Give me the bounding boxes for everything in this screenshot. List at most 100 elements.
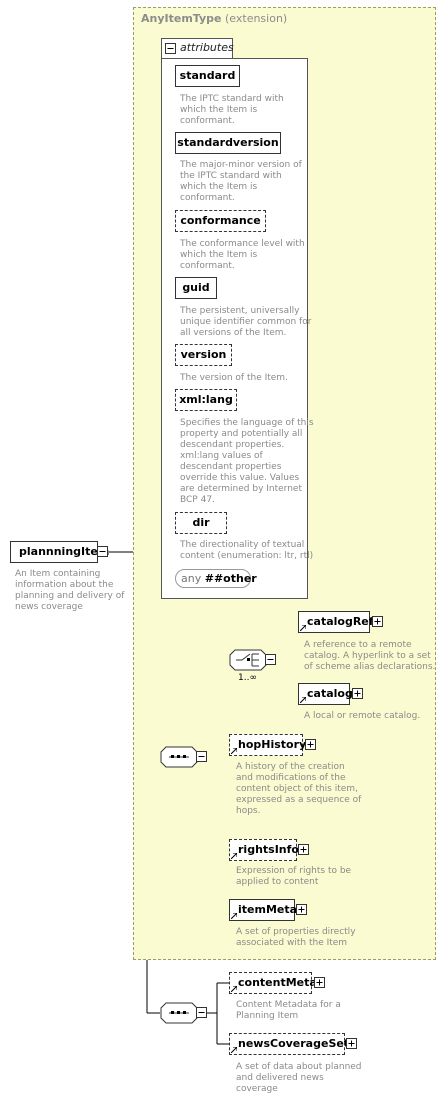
collapse-icon[interactable] (97, 546, 108, 557)
reference-arrow-icon (231, 748, 237, 754)
desc-line: property and potentially all (180, 429, 303, 439)
attribute-guid[interactable]: guid (175, 277, 217, 299)
desc-line: which the Item is (180, 105, 258, 115)
desc-line: conformant. (180, 116, 235, 126)
element-hophistory[interactable]: hopHistory (229, 734, 307, 756)
desc-line: descendant properties (180, 462, 282, 472)
desc-line: coverage (236, 1084, 278, 1094)
desc-line: associated with the Item (236, 938, 348, 948)
expand-icon[interactable] (352, 688, 363, 699)
reference-arrow-icon (300, 697, 306, 703)
desc-line: descendant properties. (180, 440, 285, 450)
reference-arrow-icon (231, 853, 237, 859)
element-catalogref-desc: A reference to a remote catalog. A hyper… (304, 640, 435, 673)
desc-line: The directionality of textual (180, 540, 305, 550)
desc-line: Content Metadata for a (236, 1000, 341, 1010)
reference-arrow-icon (231, 1047, 237, 1053)
attribute-xml-lang[interactable]: xml:lang (175, 389, 237, 411)
sequence-compositor[interactable] (160, 1002, 210, 1024)
element-hophistory-desc: A history of the creation and modificati… (236, 762, 361, 817)
element-rightsinfo[interactable]: rightsInfo (229, 839, 299, 861)
element-rightsinfo-desc: Expression of rights to be applied to co… (236, 866, 351, 888)
desc-line: applied to content (236, 877, 319, 887)
desc-line: The version of the Item. (180, 373, 288, 383)
element-contentmeta[interactable]: contentMeta (229, 972, 317, 994)
desc-line: planning and delivery of (15, 591, 125, 601)
desc-line: An Item containing (15, 569, 101, 579)
desc-line: which the Item is (180, 250, 258, 260)
element-catalog-desc: A local or remote catalog. (304, 711, 420, 722)
attribute-name: conformance (180, 214, 261, 227)
extension-type-name: AnyItemType (141, 12, 222, 25)
element-catalogref[interactable]: catalogRef (298, 611, 374, 633)
collapse-icon[interactable] (165, 43, 176, 54)
any-attribute[interactable]: any ##other (175, 569, 257, 588)
root-element-desc: An Item containing information about the… (15, 569, 124, 613)
attribute-name: dir (192, 516, 210, 529)
desc-line: xml:lang values of (180, 451, 263, 461)
root-element[interactable]: plannningItem (10, 541, 109, 563)
desc-line: expressed as a sequence of (236, 795, 362, 805)
expand-icon[interactable] (305, 739, 316, 750)
expand-icon[interactable] (346, 1038, 357, 1049)
expand-icon[interactable] (314, 977, 325, 988)
desc-line: information about the (15, 580, 114, 590)
attribute-standard[interactable]: standard (175, 65, 240, 87)
desc-line: The major-minor version of (180, 160, 302, 170)
attribute-conformance[interactable]: conformance (175, 210, 266, 232)
desc-line: and delivered news (236, 1073, 324, 1083)
sequence-compositor[interactable] (160, 746, 210, 768)
desc-line: unique identifier common for (180, 317, 312, 327)
desc-line: A reference to a remote (304, 640, 412, 650)
attributes-tab[interactable]: attributes (161, 38, 234, 58)
any-label: ##other (204, 572, 257, 585)
desc-line: The conformance level with (180, 239, 305, 249)
extension-title: AnyItemType (extension) (141, 12, 287, 25)
attribute-name: standard (179, 69, 236, 82)
expand-icon[interactable] (298, 844, 309, 855)
reference-arrow-icon (300, 625, 306, 631)
extension-suffix: (extension) (225, 12, 288, 25)
attribute-version-desc: The version of the Item. (180, 373, 288, 384)
desc-line: Expression of rights to be (236, 866, 352, 876)
attribute-xml-lang-desc: Specifies the language of this property … (180, 418, 314, 506)
attribute-standardversion-desc: The major-minor version of the IPTC stan… (180, 160, 302, 204)
desc-line: BCP 47. (180, 495, 215, 505)
desc-line: Planning Item (236, 1011, 299, 1021)
desc-line: content (enumeration: ltr, rtl) (180, 551, 314, 561)
desc-line: news coverage (15, 602, 83, 612)
attributes-tab-label: attributes (180, 41, 234, 54)
choice-compositor[interactable] (229, 649, 281, 671)
attribute-standardversion[interactable]: standardversion (175, 132, 281, 154)
element-newscoverageset-desc: A set of data about planned and delivere… (236, 1062, 362, 1095)
attribute-name: standardversion (177, 136, 279, 149)
attribute-dir[interactable]: dir (175, 512, 227, 534)
element-catalog[interactable]: catalog (298, 683, 353, 705)
attribute-dir-desc: The directionality of textual content (e… (180, 540, 313, 562)
desc-line: conformant. (180, 261, 235, 271)
element-name: catalog (307, 687, 353, 700)
element-itemmeta[interactable]: itemMeta (229, 899, 297, 921)
desc-line: A local or remote catalog. (304, 711, 421, 721)
element-name: newsCoverageSet (238, 1037, 350, 1050)
element-newscoverageset[interactable]: newsCoverageSet (229, 1033, 349, 1055)
attribute-name: xml:lang (179, 393, 233, 406)
desc-line: catalog. A hyperlink to a set (304, 651, 431, 661)
attribute-version[interactable]: version (175, 344, 232, 366)
attribute-standard-desc: The IPTC standard with which the Item is… (180, 94, 284, 127)
desc-line: override this value. Values (180, 473, 300, 483)
desc-line: Specifies the language of this (180, 418, 314, 428)
desc-line: A history of the creation (236, 762, 345, 772)
attribute-guid-desc: The persistent, universally unique ident… (180, 306, 311, 339)
reference-arrow-icon (231, 913, 237, 919)
expand-icon[interactable] (372, 616, 383, 627)
desc-line: all versions of the Item. (180, 328, 287, 338)
desc-line: the IPTC standard with (180, 171, 282, 181)
element-name: hopHistory (238, 738, 307, 751)
attribute-name: guid (182, 281, 210, 294)
desc-line: The IPTC standard with (180, 94, 284, 104)
desc-line: and modifications of the (236, 773, 346, 783)
any-prefix: any (181, 572, 202, 585)
element-name: catalogRef (307, 615, 374, 628)
expand-icon[interactable] (296, 904, 307, 915)
